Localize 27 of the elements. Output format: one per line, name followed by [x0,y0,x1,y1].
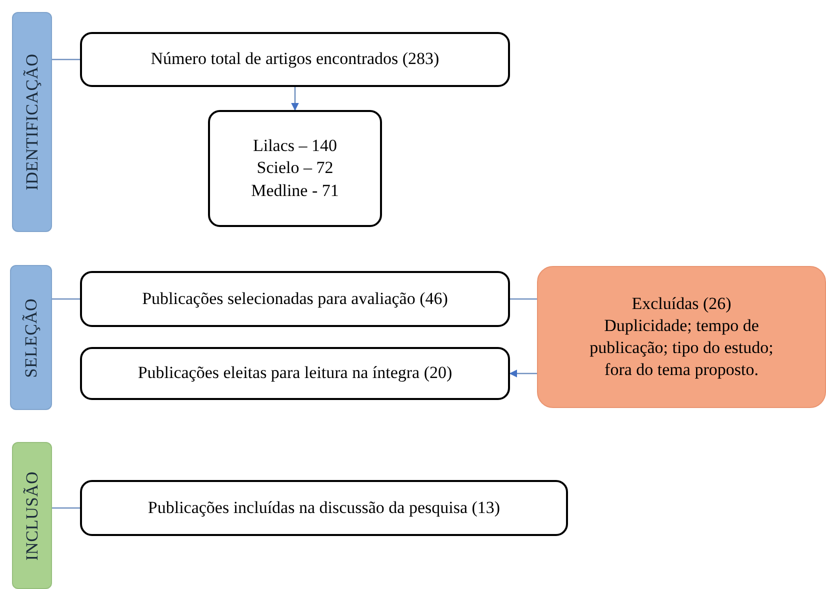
box-text: Medline - 71 [251,180,339,202]
box-text: Publicações selecionadas para avaliação (46) [142,288,448,310]
connector-line [510,298,537,300]
exclusion-heading: Excluídas (26) [630,292,732,315]
arrow [291,87,299,111]
process-box [80,480,568,536]
stage-label: INCLUSÃO [21,470,42,560]
stage-band [10,265,52,410]
process-box [80,347,510,400]
stage-band [12,12,52,232]
process-box [208,110,382,227]
box-text: Scielo – 72 [256,157,334,180]
stage-label: SELEÇÃO [20,298,42,378]
box-text: Publicações incluídas na discussão da pesquisa (13) [148,496,500,519]
stage-label: IDENTIFICAÇÃO [21,54,42,190]
process-box [80,32,510,87]
stage-band [12,442,52,589]
exclusion-box [537,266,826,408]
box-text: Lilacs – 140 [252,135,338,158]
connector-line [52,507,80,509]
connector-line [52,58,80,60]
process-box [80,271,510,327]
arrow [509,370,537,378]
box-text: Número total de artigos encontrados (283) [150,48,440,70]
connector-line [52,298,80,300]
box-text: Publicações eleitas para leitura na íntegra (20) [138,362,452,384]
exclusion-reasons: Duplicidade; tempo de publicação; tipo do estudo; fora do tema proposto. [588,314,774,382]
